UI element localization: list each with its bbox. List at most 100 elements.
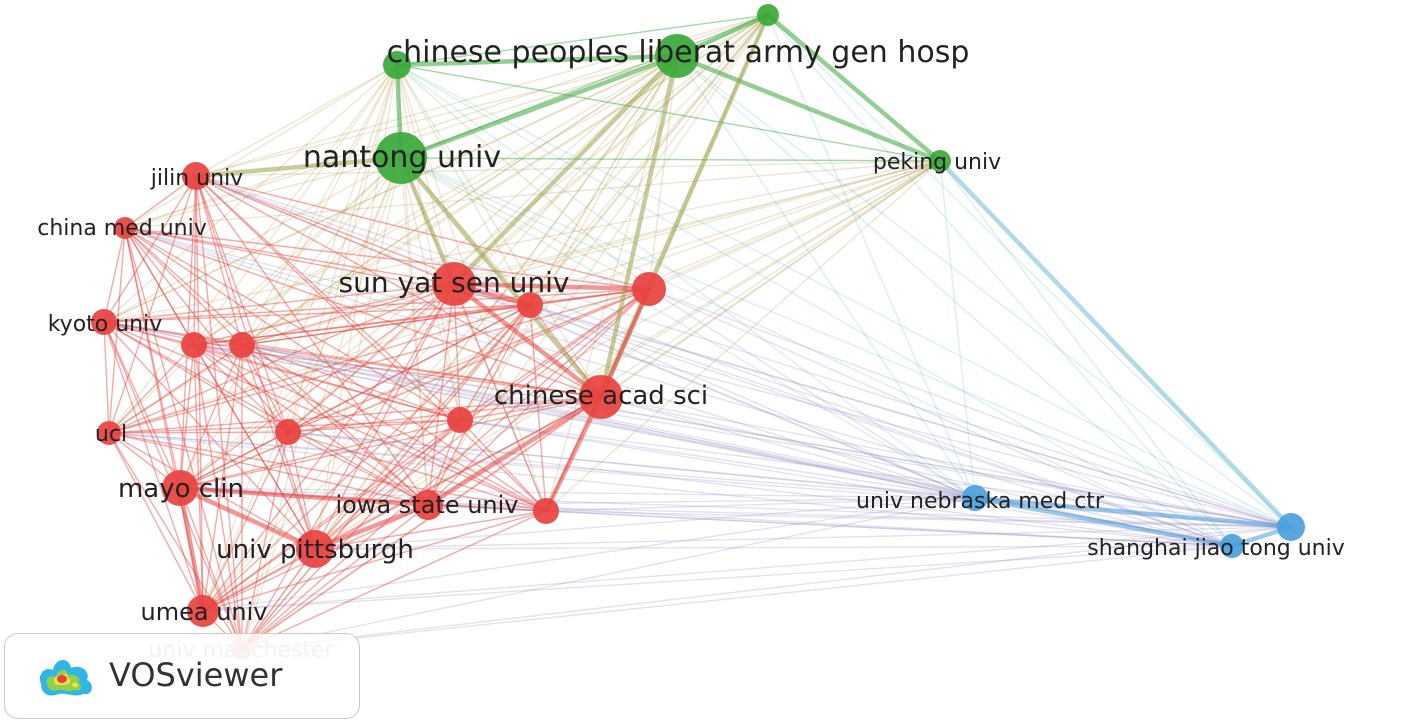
node-label-plagh: chinese peoples liberat army gen hosp bbox=[387, 35, 970, 70]
link-line bbox=[202, 304, 531, 612]
link-line bbox=[124, 227, 461, 421]
node-chinamed[interactable] bbox=[114, 217, 136, 239]
link-line bbox=[195, 175, 976, 499]
node-blue-right[interactable] bbox=[1277, 513, 1305, 541]
node-r-b[interactable] bbox=[632, 272, 666, 306]
link-line bbox=[202, 548, 316, 612]
node-r-e[interactable] bbox=[275, 419, 301, 445]
link-line bbox=[108, 396, 602, 434]
link-line bbox=[529, 288, 650, 306]
link-line bbox=[287, 419, 461, 433]
link-line bbox=[459, 396, 602, 421]
node-nantong[interactable] bbox=[375, 132, 427, 184]
link-line bbox=[195, 175, 429, 506]
node-plagh[interactable] bbox=[655, 34, 699, 78]
node-r-c[interactable] bbox=[181, 332, 207, 358]
node-r-f[interactable] bbox=[447, 407, 473, 433]
link-line bbox=[195, 175, 1292, 528]
link-line bbox=[453, 14, 769, 285]
node-mayo[interactable] bbox=[162, 470, 198, 506]
link-line bbox=[103, 64, 398, 323]
node-r-g[interactable] bbox=[533, 498, 559, 524]
strong-link-line bbox=[177, 485, 318, 552]
link-line bbox=[124, 227, 976, 499]
link-line bbox=[459, 160, 941, 421]
link-line bbox=[179, 175, 197, 489]
link-line bbox=[195, 175, 461, 421]
link-line bbox=[427, 504, 1292, 528]
link-line bbox=[241, 344, 461, 421]
link-line bbox=[767, 14, 1292, 528]
link-line bbox=[124, 160, 941, 229]
strong-link-line bbox=[451, 53, 680, 287]
link-line bbox=[124, 227, 455, 285]
node-green-top[interactable] bbox=[757, 4, 779, 26]
link-line bbox=[939, 160, 976, 499]
link-line bbox=[545, 510, 1292, 528]
link-line bbox=[103, 321, 316, 550]
link-line bbox=[103, 321, 181, 489]
node-label-peking: peking univ bbox=[873, 150, 1001, 175]
link-line bbox=[202, 344, 243, 612]
node-label-pitt: univ pittsburgh bbox=[216, 535, 414, 565]
link-line bbox=[241, 283, 455, 651]
node-nebraska[interactable] bbox=[962, 485, 988, 511]
link-line bbox=[427, 504, 1233, 547]
node-peking[interactable] bbox=[929, 150, 951, 172]
link-line bbox=[202, 526, 1292, 612]
link-line bbox=[453, 283, 1292, 528]
node-sysu[interactable] bbox=[432, 262, 476, 306]
link-line bbox=[241, 304, 531, 346]
link-line bbox=[179, 487, 1233, 547]
node-green-left[interactable] bbox=[383, 51, 411, 79]
link-line bbox=[179, 487, 976, 499]
link-line bbox=[241, 160, 941, 346]
link-line bbox=[459, 419, 1292, 528]
node-label-sysu: sun yat sen univ bbox=[339, 266, 570, 299]
node-kyoto[interactable] bbox=[91, 309, 117, 335]
link-line bbox=[400, 157, 1292, 528]
link-line bbox=[314, 14, 769, 550]
link-line bbox=[600, 160, 941, 398]
strong-link-line bbox=[598, 53, 680, 400]
link-line bbox=[314, 510, 547, 550]
link-line bbox=[124, 175, 197, 229]
link-line bbox=[108, 432, 204, 612]
link-line bbox=[193, 175, 197, 346]
link-line bbox=[648, 160, 941, 290]
link-line bbox=[179, 431, 289, 489]
link-line bbox=[241, 283, 455, 346]
link-line bbox=[241, 344, 602, 398]
link-line bbox=[193, 344, 204, 612]
link-line bbox=[103, 321, 204, 612]
link-line bbox=[314, 526, 1292, 550]
link-line bbox=[287, 431, 1233, 547]
link-line bbox=[108, 432, 547, 512]
link-line bbox=[459, 304, 531, 421]
strong-link-line bbox=[425, 394, 604, 508]
link-line bbox=[193, 160, 941, 346]
link-line bbox=[400, 157, 941, 162]
link-line bbox=[103, 321, 461, 421]
node-r-d[interactable] bbox=[229, 332, 255, 358]
node-sjtu[interactable] bbox=[1220, 534, 1244, 558]
link-line bbox=[241, 157, 402, 346]
node-r-a[interactable] bbox=[517, 292, 543, 318]
link-line bbox=[459, 55, 678, 421]
node-umea[interactable] bbox=[187, 595, 219, 627]
link-line bbox=[676, 55, 976, 499]
link-line bbox=[400, 157, 429, 506]
link-line bbox=[124, 227, 243, 651]
link-line bbox=[545, 160, 941, 512]
link-line bbox=[241, 64, 398, 346]
node-iowa[interactable] bbox=[413, 490, 443, 520]
link-line bbox=[241, 304, 531, 651]
node-label-sjtu: shanghai jiao tong univ bbox=[1087, 536, 1345, 561]
node-jilin[interactable] bbox=[182, 162, 210, 190]
link-line bbox=[453, 283, 547, 512]
node-pitt[interactable] bbox=[296, 530, 334, 568]
node-cas[interactable] bbox=[579, 375, 623, 419]
node-ucl[interactable] bbox=[97, 421, 121, 445]
